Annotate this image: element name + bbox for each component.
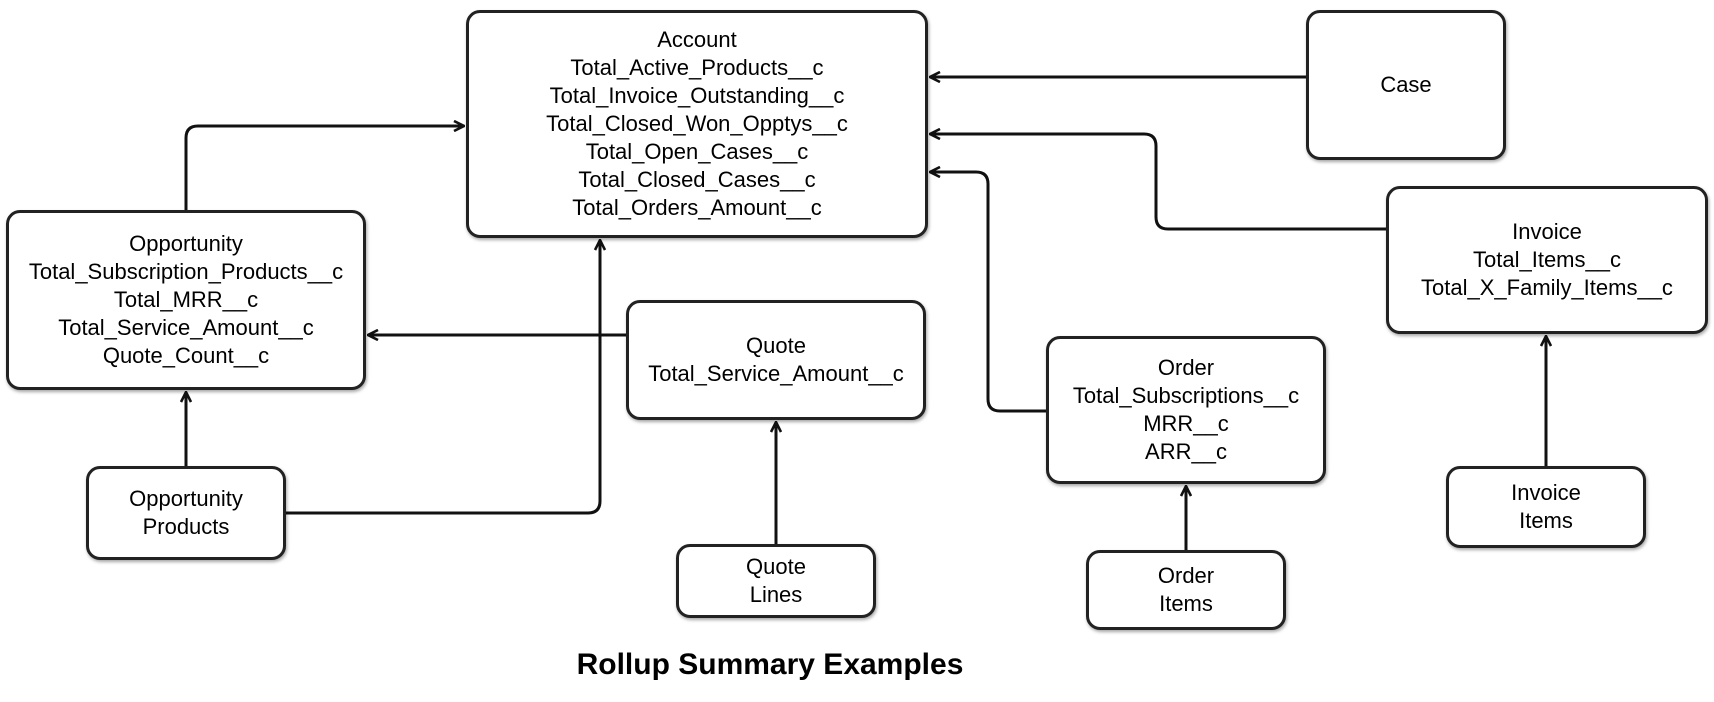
node-title: Opportunity — [129, 486, 243, 511]
node-field: Total_Items__c — [1473, 247, 1621, 272]
node-invoice: Invoice Total_Items__c Total_X_Family_It… — [1386, 186, 1708, 334]
edge-order-to-account — [930, 172, 1046, 413]
node-field: Total_Service_Amount__c — [58, 315, 314, 340]
node-title: Case — [1380, 72, 1432, 97]
node-field: ARR__c — [1145, 439, 1227, 464]
node-title: Opportunity — [129, 231, 243, 256]
edge-opportunity-products-to-account — [286, 240, 600, 515]
node-field: MRR__c — [1143, 411, 1229, 436]
node-order: Order Total_Subscriptions__c MRR__c ARR_… — [1046, 336, 1326, 484]
node-field: Total_Subscriptions__c — [1072, 383, 1300, 408]
node-field: Total_Service_Amount__c — [648, 361, 904, 386]
node-field: Total_MRR__c — [113, 287, 259, 312]
node-field: Total_Closed_Won_Opptys__c — [546, 111, 848, 136]
node-title: Quote — [746, 554, 806, 579]
node-account: Account Total_Active_Products__c Total_I… — [466, 10, 928, 238]
node-field: Total_Open_Cases__c — [585, 139, 809, 164]
node-quote: Quote Total_Service_Amount__c — [626, 300, 926, 420]
diagram-caption: Rollup Summary Examples — [576, 648, 964, 681]
node-invoice-items: Invoice Items — [1446, 466, 1646, 548]
node-field: Total_Invoice_Outstanding__c — [549, 83, 845, 108]
edge-invoice-to-account — [930, 134, 1386, 231]
node-title: Account — [657, 27, 737, 52]
node-opportunity: Opportunity Total_Subscription_Products_… — [6, 210, 366, 390]
node-field: Lines — [749, 582, 803, 607]
node-field: Total_Closed_Cases__c — [578, 167, 816, 192]
node-quote-lines: Quote Lines — [676, 544, 876, 618]
node-field: Total_Orders_Amount__c — [572, 195, 822, 220]
node-title: Quote — [746, 333, 806, 358]
node-case: Case — [1306, 10, 1506, 160]
node-order-items: Order Items — [1086, 550, 1286, 630]
node-field: Quote_Count__c — [102, 343, 270, 368]
edge-opportunity-to-account — [184, 126, 464, 210]
node-field: Items — [1159, 591, 1213, 616]
node-opportunity-products: Opportunity Products — [86, 466, 286, 560]
node-field: Products — [142, 514, 230, 539]
node-title: Order — [1157, 355, 1215, 380]
node-title: Invoice — [1511, 480, 1581, 505]
node-field: Items — [1519, 508, 1573, 533]
node-title: Order — [1157, 563, 1215, 588]
node-field: Total_Subscription_Products__c — [28, 259, 344, 284]
node-field: Total_X_Family_Items__c — [1421, 275, 1673, 300]
node-field: Total_Active_Products__c — [570, 55, 824, 80]
node-title: Invoice — [1512, 219, 1582, 244]
